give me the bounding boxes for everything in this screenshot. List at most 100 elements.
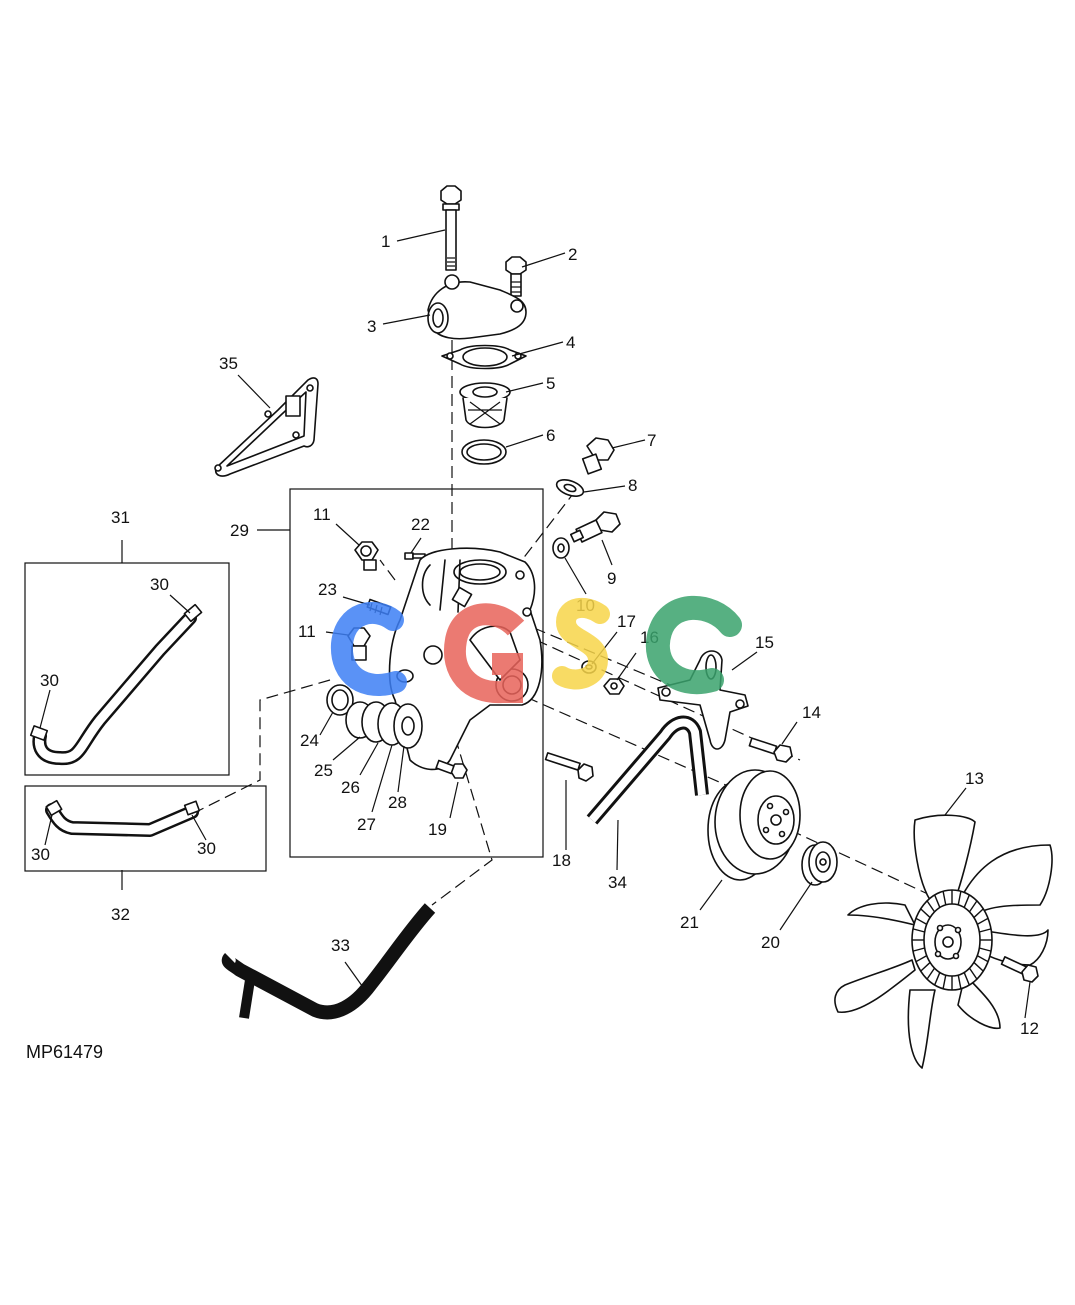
callout-14: 14: [802, 703, 821, 722]
fan-rib: [976, 917, 989, 925]
nut-part-16: [603, 678, 625, 695]
plug-part-7: [581, 437, 615, 475]
callout-26: 26: [341, 778, 360, 797]
spacer-stack-parts-25-28: [345, 701, 423, 749]
bolt-part-19: [435, 759, 468, 779]
nut-part-11-top: [354, 541, 379, 571]
cover-plate-part-35: [214, 377, 319, 477]
callout-29: 29: [230, 521, 249, 540]
fan-rib: [933, 972, 941, 986]
watermark-letter-g-red: [443, 603, 525, 704]
callout-30-d: 30: [197, 839, 216, 858]
fan-rib: [973, 961, 984, 972]
callout-24: 24: [300, 731, 319, 750]
watermark-letter-s-yellow: [552, 597, 610, 690]
callout-20: 20: [761, 933, 780, 952]
fan-rib: [920, 908, 931, 919]
thermostat-housing-part-3: [427, 274, 527, 340]
callout-22: 22: [411, 515, 430, 534]
bolt-part-2: [505, 256, 527, 297]
callout-9: 9: [607, 569, 616, 588]
callout-1: 1: [381, 232, 390, 251]
callout-13: 13: [965, 769, 984, 788]
fan-rib: [920, 961, 931, 972]
bolt-part-12: [1000, 956, 1039, 983]
bolt-part-14: [748, 737, 793, 763]
hose-32-box: [24, 785, 267, 872]
callout-33: 33: [331, 936, 350, 955]
v-belt-part-34: [586, 715, 709, 825]
fan-part-13: [834, 814, 1053, 1069]
callout-3: 3: [367, 317, 376, 336]
watermark-letter-c-green: [645, 595, 742, 695]
bracket-part-15: [657, 650, 749, 750]
fan-rib: [942, 974, 947, 989]
thermostat-part-5: [459, 382, 511, 429]
bolt-part-1: [440, 185, 462, 271]
washer-part-8: [555, 479, 585, 497]
callout-32: 32: [111, 905, 130, 924]
callout-27: 27: [357, 815, 376, 834]
callout-34: 34: [608, 873, 627, 892]
fan-rib: [957, 891, 962, 906]
callout-25: 25: [314, 761, 333, 780]
fan-rib: [963, 894, 971, 908]
callout-8: 8: [628, 476, 637, 495]
sensor-part-9: [569, 511, 621, 543]
fan-rib: [976, 955, 989, 963]
callout-5: 5: [546, 374, 555, 393]
fan-rib: [933, 894, 941, 908]
callout-28: 28: [388, 793, 407, 812]
callout-4: 4: [566, 333, 575, 352]
fan-rib: [942, 891, 947, 906]
callout-35: 35: [219, 354, 238, 373]
fan-rib: [926, 900, 936, 913]
figure-id: MP61479: [26, 1042, 103, 1062]
hose-part-33: [221, 903, 436, 1020]
hose-31-box: [24, 562, 230, 776]
callout-19: 19: [428, 820, 447, 839]
watermark-letter-c-blue: [330, 601, 407, 696]
callout-11-top: 11: [313, 505, 331, 524]
fan-rib: [979, 947, 992, 952]
hose-part-31: [29, 603, 203, 766]
fan-rib: [926, 967, 936, 980]
watermark-logo: [330, 595, 742, 704]
callout-23: 23: [318, 580, 337, 599]
fan-rib: [963, 972, 971, 986]
fan-ribs: [912, 890, 992, 990]
callout-30-a: 30: [150, 575, 169, 594]
fan-rib: [968, 900, 978, 913]
callout-31: 31: [111, 508, 130, 527]
callout-15: 15: [755, 633, 774, 652]
callout-17: 17: [617, 612, 636, 631]
washer-part-10: [552, 537, 570, 559]
hose-part-32: [45, 799, 201, 837]
bolt-part-18: [544, 752, 594, 782]
o-ring-part-24: [326, 684, 354, 716]
callout-30-c: 30: [31, 845, 50, 864]
callout-labels: 1 2 3 4 5 6 7 8 9 10 11 11 12 13 14 15 1…: [31, 232, 1039, 1038]
callout-12: 12: [1020, 1019, 1039, 1038]
fan-rib: [915, 917, 928, 925]
fan-rib: [912, 947, 925, 952]
callout-18: 18: [552, 851, 571, 870]
fan-rib: [957, 974, 962, 989]
callout-11-lower: 11: [298, 622, 316, 641]
callout-21: 21: [680, 913, 699, 932]
fan-rib: [979, 928, 992, 933]
callout-30-b: 30: [40, 671, 59, 690]
spacer-part-20: [801, 841, 838, 886]
callout-7: 7: [647, 431, 656, 450]
callout-6: 6: [546, 426, 555, 445]
callout-2: 2: [568, 245, 577, 264]
fan-rib: [968, 967, 978, 980]
pulley-part-21: [707, 769, 801, 881]
fan-rib: [912, 928, 925, 933]
o-ring-part-6: [461, 439, 507, 465]
gasket-part-4: [441, 344, 527, 370]
fan-rib: [915, 955, 928, 963]
fan-rib: [973, 908, 984, 919]
